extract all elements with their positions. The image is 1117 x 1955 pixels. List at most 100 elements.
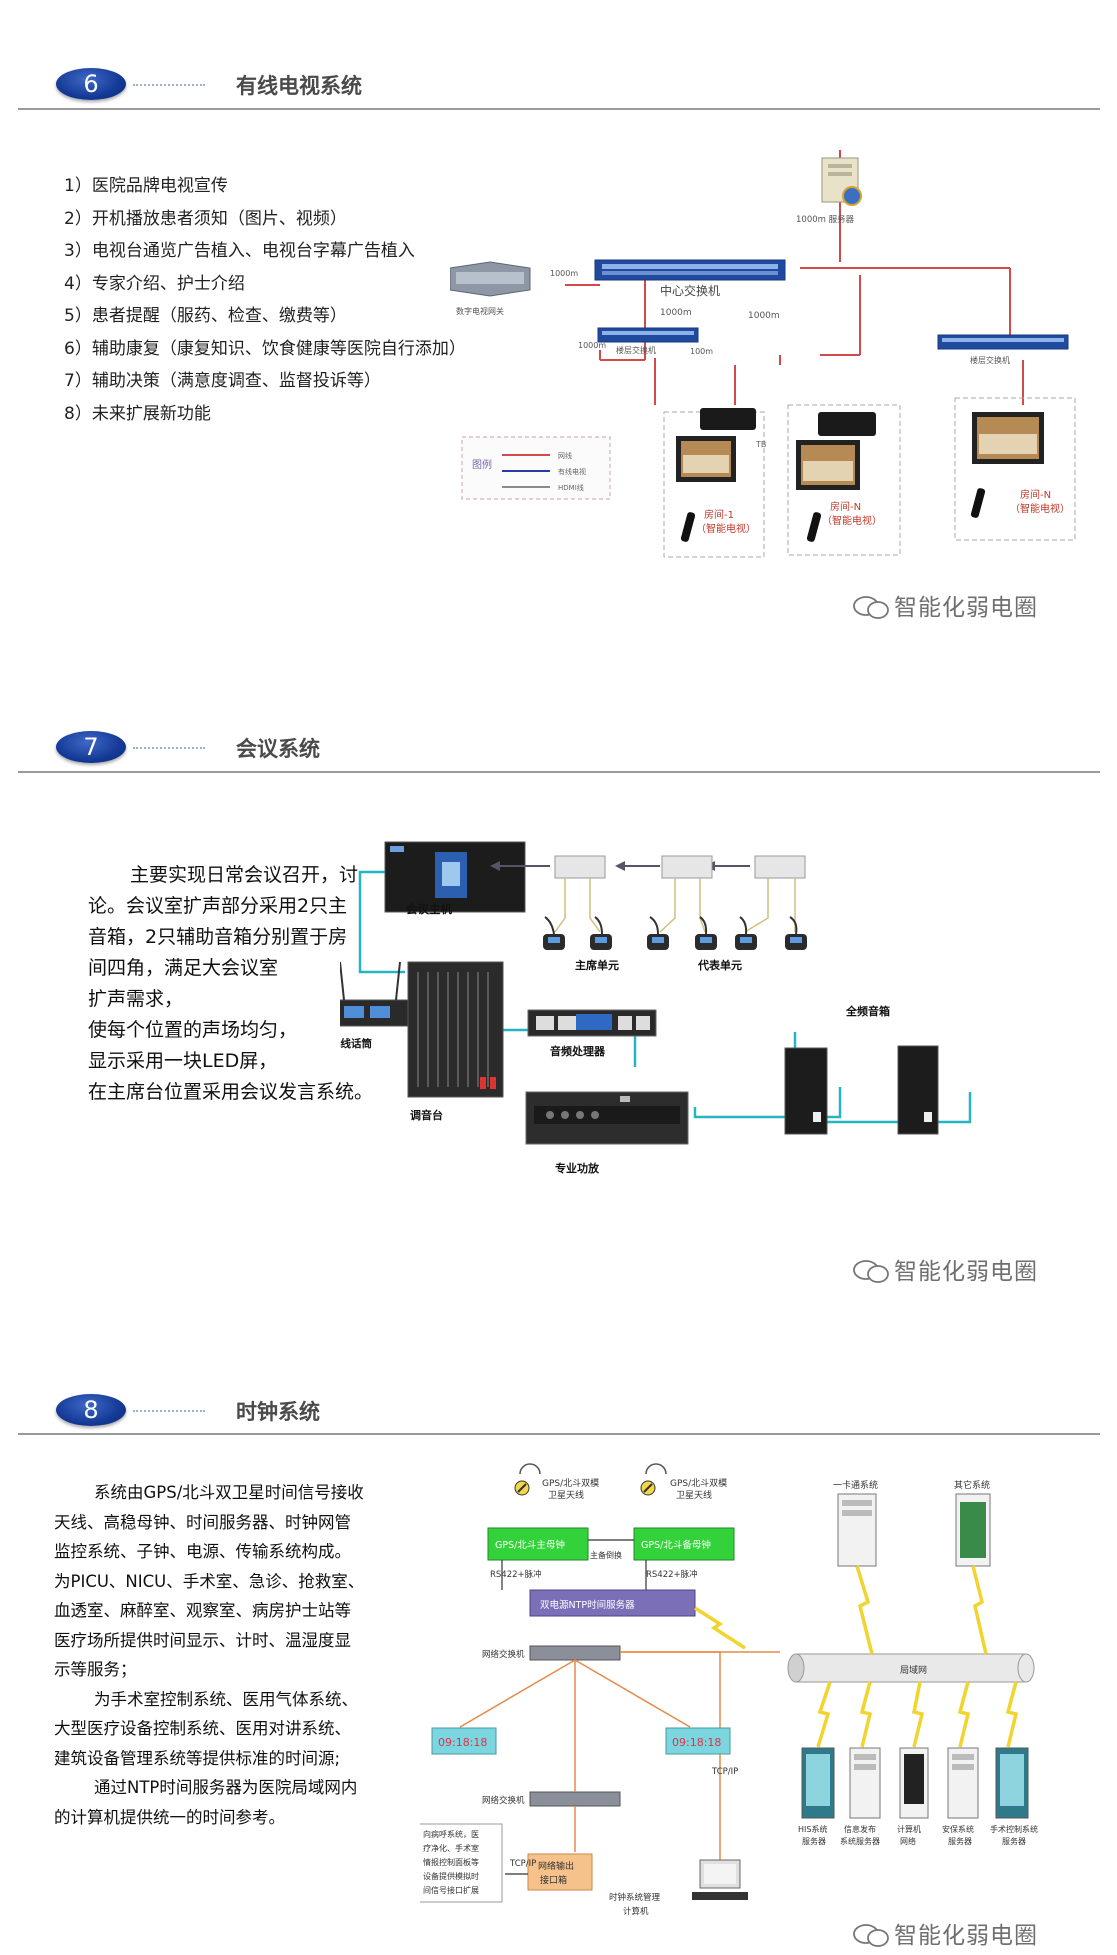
- list-item: 3）电视台通览广告植入、电视台字幕广告植入: [64, 241, 415, 261]
- tv-icon: [796, 440, 860, 490]
- backup-master-clock-label: GPS/北斗备母钟: [641, 1539, 711, 1551]
- slave-clock-right: [665, 1727, 731, 1755]
- paragraph-line: 为PICU、NICU、手术室、急诊、抢救室、: [54, 1571, 365, 1591]
- delegate-unit-label: 代表单元: [697, 958, 742, 972]
- list-item: 7）辅助决策（满意度调查、监督投诉等）: [64, 371, 381, 391]
- svg-text:向病呼系统，医: 向病呼系统，医: [423, 1829, 479, 1839]
- watermark-text: 智能化弱电圈: [894, 595, 1038, 621]
- section6-title: 有线电视系统: [236, 74, 362, 98]
- lightning-icon: [694, 1606, 746, 1650]
- svg-text:疗净化、手术室: 疗净化、手术室: [423, 1843, 479, 1853]
- svg-text:系统服务器: 系统服务器: [840, 1836, 880, 1846]
- backup-master-clock: [633, 1527, 735, 1561]
- gateway-label: 数字电视网关: [456, 306, 504, 316]
- lan-backbone: [795, 1653, 1027, 1683]
- tcpip-label: TCP/IP: [509, 1859, 536, 1869]
- cable-tv-network-diagram: 1000m 服务器 中心交换机 1000m 1000m 1000m 数字电视网关…: [450, 150, 1076, 558]
- conference-host-icon: [384, 841, 526, 913]
- amplifier-icon: [525, 1091, 689, 1145]
- svg-text:设备提供模拟时: 设备提供模拟时: [423, 1871, 479, 1881]
- lightning-icon: [816, 1681, 832, 1748]
- security-server-icon: [947, 1747, 979, 1819]
- floor-switch-label: 楼层交换机: [616, 345, 656, 355]
- paragraph-line: 使每个位置的声场均匀，: [88, 1019, 298, 1041]
- svg-text:间信号接口扩展: 间信号接口扩展: [423, 1885, 479, 1895]
- section8-number-badge: 8: [56, 1394, 126, 1426]
- host-label: 会议主机: [405, 902, 452, 916]
- settop-box-label: TB: [755, 440, 766, 449]
- slave-clock-left: [431, 1727, 497, 1755]
- svg-text:安保系统: 安保系统: [942, 1824, 974, 1834]
- paragraph-line: 天线、高稳母钟、时间服务器、时钟网管: [54, 1512, 351, 1532]
- section6-dotted-leader: [133, 84, 205, 86]
- server-label: 1000m 服务器: [796, 214, 855, 225]
- paragraph-line: 医疗场所提供时间显示、计时、温湿度显: [54, 1630, 351, 1650]
- speaker-icon: [784, 1047, 828, 1135]
- info-release-server-icon: [849, 1747, 881, 1819]
- room-label: （智能电视）: [696, 522, 756, 535]
- section8-description: 系统由GPS/北斗双卫星时间信号接收 天线、高稳母钟、时间服务器、时钟网管 监控…: [54, 1478, 364, 1832]
- delegate-unit-icon: [785, 916, 807, 950]
- svg-text:HIS系统: HIS系统: [798, 1824, 827, 1834]
- section8-divider: [18, 1433, 1100, 1435]
- his-server-icon: [801, 1747, 835, 1819]
- paragraph-line: 主要实现日常会议召开，讨: [130, 864, 359, 886]
- other-system-server-icon: [955, 1493, 991, 1567]
- room-label: 房间-N: [830, 500, 861, 513]
- speed-label: 100m: [690, 347, 713, 356]
- list-item: 2）开机播放患者须知（图片、视频）: [64, 208, 347, 229]
- extension-box-icon: [661, 855, 713, 879]
- paragraph-line: 在主席台位置采用会议发言系统。: [88, 1081, 374, 1103]
- chair-unit-label: 主席单元: [575, 958, 619, 972]
- floor-switch-label: 楼层交换机: [970, 355, 1010, 365]
- wechat-icon: [853, 1924, 889, 1947]
- svg-text:有线电视: 有线电视: [558, 467, 586, 476]
- section6-feature-list: 1）医院品牌电视宣传 2）开机播放患者须知（图片、视频） 3）电视台通览广告植入…: [64, 170, 466, 430]
- svg-text:服务器: 服务器: [948, 1836, 972, 1846]
- antenna-label: GPS/北斗双模: [670, 1478, 727, 1489]
- rs422-label: RS422+脉冲: [646, 1569, 698, 1580]
- lightning-icon: [911, 1681, 925, 1748]
- svg-text:HDMI线: HDMI线: [558, 483, 584, 492]
- clock-system-diagram: GPS/北斗双模 卫星天线 GPS/北斗双模 卫星天线 GPS/北斗主母钟 GP…: [420, 1463, 1038, 1917]
- remote-icon: [680, 512, 696, 542]
- section6-divider: [18, 108, 1100, 110]
- tv-icon: [676, 436, 736, 482]
- section7-dotted-leader: [133, 747, 205, 749]
- section6-watermark: 智能化弱电圈: [852, 588, 1038, 622]
- audio-processor-label: 音频处理器: [550, 1044, 606, 1058]
- antenna-label: GPS/北斗双模: [542, 1478, 599, 1489]
- paragraph-line: 论。会议室扩声部分采用2只主: [88, 895, 348, 917]
- management-pc-icon: [692, 1859, 748, 1900]
- svg-text:服务器: 服务器: [802, 1836, 826, 1846]
- room-label: （智能电视）: [822, 514, 882, 527]
- lightning-icon: [855, 1565, 874, 1655]
- paragraph-line: 示等服务；: [54, 1660, 137, 1679]
- computer-network-icon: [899, 1747, 929, 1819]
- floor-switch-icon: [937, 334, 1069, 350]
- audio-processor-icon: [527, 1009, 657, 1037]
- lightning-icon: [859, 1681, 873, 1748]
- surgery-control-server-icon: [995, 1747, 1029, 1819]
- paragraph-line: 血透室、麻醉室、观察室、病房护士站等: [54, 1601, 351, 1620]
- paragraph-line: 建筑设备管理系统等提供标准的时间源;: [54, 1748, 341, 1768]
- extension-box-icon: [554, 855, 606, 879]
- lightning-icon: [1005, 1681, 1019, 1748]
- room-1-box: [663, 411, 765, 558]
- svg-text:网络: 网络: [900, 1836, 916, 1846]
- paragraph-line: 扩声需求，: [88, 988, 184, 1010]
- output-box-label: 接口箱: [540, 1874, 567, 1886]
- card-system-label: 一卡通系统: [833, 1479, 878, 1491]
- gateway-icon: [450, 261, 531, 297]
- watermark-text: 智能化弱电圈: [894, 1259, 1038, 1285]
- svg-text:网线: 网线: [558, 451, 572, 460]
- svg-text:情报控制面板等: 情报控制面板等: [423, 1857, 479, 1867]
- paragraph-line: 的计算机提供统一的时间参考。: [54, 1807, 285, 1827]
- server-icon: [821, 157, 862, 206]
- tcpip-label: TCP/IP: [711, 1767, 738, 1777]
- speed-label: 1000m: [578, 341, 606, 350]
- section7-description: 主要实现日常会议召开，讨 论。会议室扩声部分采用2只主 音箱，2只辅助音箱分别置…: [88, 860, 373, 1108]
- ntp-server-label: 双电源NTP时间服务器: [540, 1599, 635, 1611]
- section8-watermark: 智能化弱电圈: [852, 1916, 1038, 1950]
- watermark-text: 智能化弱电圈: [894, 1923, 1038, 1949]
